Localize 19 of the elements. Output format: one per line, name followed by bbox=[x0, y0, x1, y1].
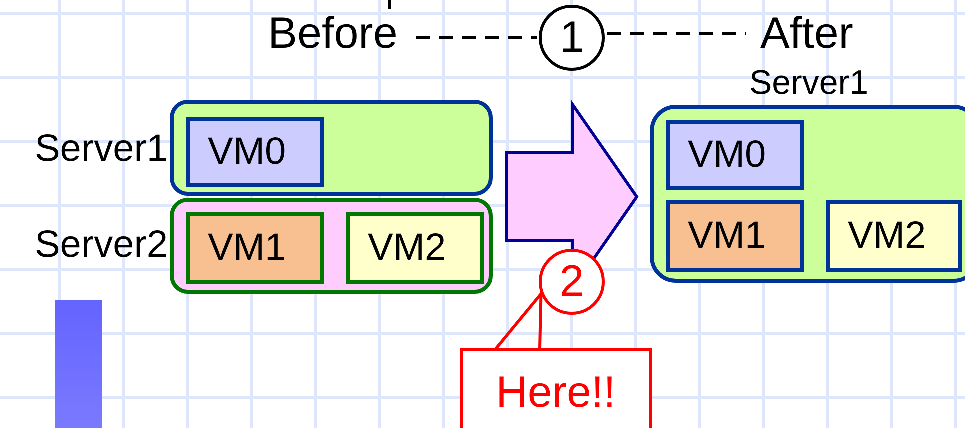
server-box bbox=[170, 198, 493, 294]
vm-box: VM2 bbox=[826, 200, 962, 272]
server-label: Server1 bbox=[34, 126, 168, 172]
step-number: 1 bbox=[539, 5, 605, 71]
vm-box: VM1 bbox=[666, 200, 804, 272]
vm-box: VM1 bbox=[186, 212, 324, 284]
stage-label: After bbox=[748, 6, 866, 62]
server-label: Server2 bbox=[34, 222, 168, 268]
server-box bbox=[170, 100, 493, 196]
vm-box: VM2 bbox=[346, 212, 484, 284]
callout-box: Here!! bbox=[460, 348, 652, 428]
dashed-connector bbox=[416, 36, 537, 40]
step-number: 2 bbox=[539, 249, 605, 315]
vm-box: VM0 bbox=[186, 117, 324, 187]
dashed-connector bbox=[607, 32, 746, 36]
server-box bbox=[650, 105, 965, 283]
vm-box: VM0 bbox=[666, 120, 804, 190]
stage-label: Before bbox=[252, 6, 414, 62]
server-label: Server1 bbox=[748, 62, 870, 104]
